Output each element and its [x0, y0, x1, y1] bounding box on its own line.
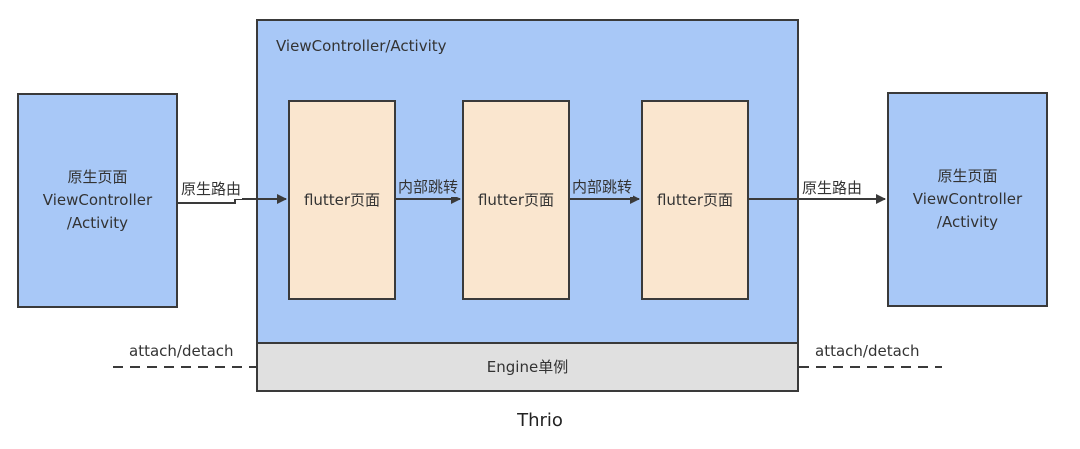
attach-detach-left: attach/detach — [128, 342, 235, 360]
native-page-right-text: 原生页面 ViewController /Activity — [912, 167, 1023, 231]
arrow-left-route — [178, 194, 287, 204]
arrow-label-internal-2: 内部跳转 — [571, 176, 634, 197]
engine-singleton-box: Engine单例 — [256, 342, 799, 392]
arrow-label-left-route: 原生路由 — [180, 178, 243, 199]
flutter-page-3: flutter页面 — [641, 100, 749, 300]
arrow-label-internal-1: 内部跳转 — [397, 176, 460, 197]
arrow-label-right-route: 原生路由 — [801, 177, 864, 198]
flutter-page-1-label: flutter页面 — [303, 190, 381, 209]
attach-detach-right: attach/detach — [814, 342, 921, 360]
engine-label: Engine单例 — [486, 357, 569, 376]
native-page-left: 原生页面 ViewController /Activity — [17, 93, 178, 308]
flutter-page-1: flutter页面 — [288, 100, 396, 300]
native-page-right: 原生页面 ViewController /Activity — [887, 92, 1048, 307]
native-page-left-text: 原生页面 ViewController /Activity — [42, 168, 153, 232]
flutter-page-2: flutter页面 — [462, 100, 570, 300]
flutter-page-3-label: flutter页面 — [656, 190, 734, 209]
outer-container-title: ViewController/Activity — [276, 37, 447, 55]
diagram-caption: Thrio — [517, 410, 563, 431]
flutter-page-2-label: flutter页面 — [477, 190, 555, 209]
